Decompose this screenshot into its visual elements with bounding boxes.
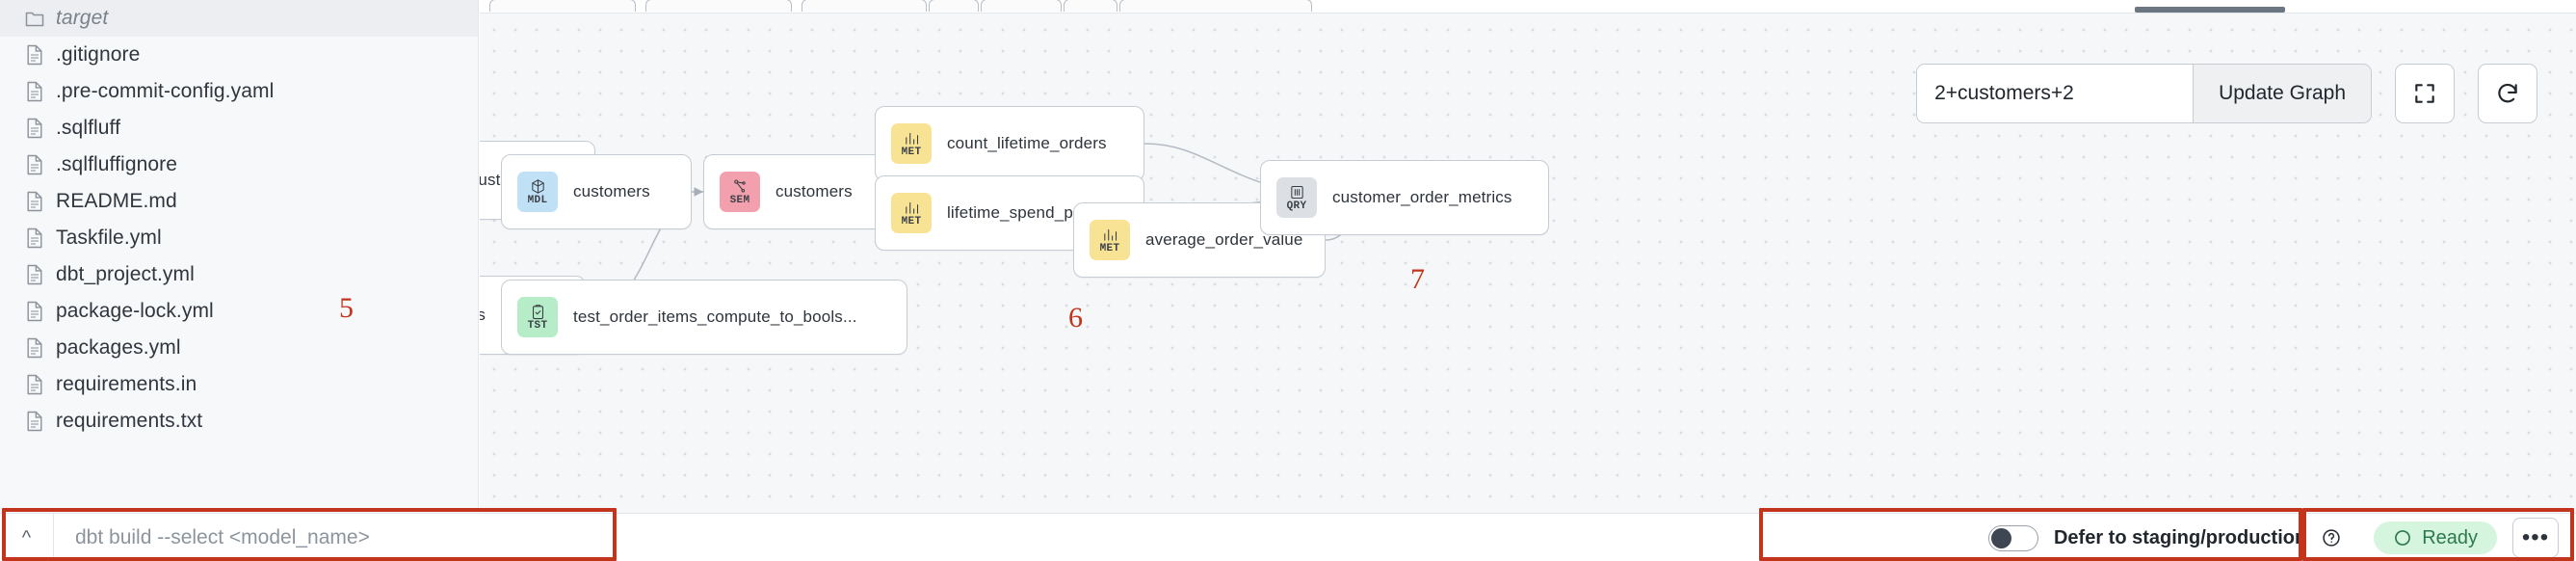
help-circle-icon[interactable] <box>2322 528 2341 548</box>
file-icon <box>25 117 44 140</box>
file-name: requirements.txt <box>56 410 203 432</box>
file-row[interactable]: packages.yml <box>0 330 478 366</box>
graph-node[interactable]: TST test_order_items_compute_to_bools... <box>501 280 907 355</box>
defer-toggle-knob <box>1990 527 2011 548</box>
bottom-bar-right: Defer to staging/production Ready ••• <box>1965 514 2576 561</box>
file-explorer-sidebar: target .gitignore .pre-commit-config.yaml.… <box>0 0 479 513</box>
refresh-icon[interactable] <box>2478 64 2537 123</box>
file-row[interactable]: requirements.in <box>0 366 478 403</box>
mdl-badge-icon: MDL <box>517 172 558 212</box>
file-row[interactable]: .sqlfluff <box>0 110 478 147</box>
badge-text: QRY <box>1286 200 1307 212</box>
file-name: package-lock.yml <box>56 300 214 322</box>
sem-badge-icon: SEM <box>720 172 760 212</box>
graph-node[interactable]: QRY customer_order_metrics <box>1260 160 1549 235</box>
graph-node-label: average_order_value <box>1145 230 1303 249</box>
graph-node[interactable]: MDL customers <box>501 154 692 229</box>
graph-node-label: lifetime_spend_pretax <box>947 203 1111 222</box>
met-badge-icon: MET <box>1090 220 1130 260</box>
file-row[interactable]: .sqlfluffignore <box>0 147 478 183</box>
expand-chevron-icon[interactable]: ^ <box>0 513 54 561</box>
file-icon <box>25 153 44 176</box>
badge-text: MET <box>1099 242 1120 254</box>
chevron-up-glyph: ^ <box>21 526 32 548</box>
tst-badge-icon: TST <box>517 297 558 337</box>
folder-icon <box>25 7 44 30</box>
lineage-graph-panel: stg_customersordersMDLcustomersTSTtest_o… <box>480 0 2576 513</box>
defer-group: Defer to staging/production <box>1965 524 2360 551</box>
more-dots-icon: ••• <box>2521 524 2550 550</box>
badge-text: SEM <box>729 194 750 206</box>
badge-text: MET <box>901 146 922 158</box>
file-row[interactable]: target <box>0 0 478 37</box>
file-name: packages.yml <box>56 336 181 359</box>
file-icon <box>25 227 44 250</box>
file-name: .sqlfluff <box>56 117 121 139</box>
file-icon <box>25 410 44 433</box>
file-list: target .gitignore .pre-commit-config.yaml.… <box>0 0 478 440</box>
graph-node-label: customers <box>775 182 853 200</box>
file-row[interactable]: package-lock.yml <box>0 293 478 330</box>
file-name: dbt_project.yml <box>56 263 195 285</box>
editor-tab[interactable] <box>929 0 979 12</box>
file-name: target <box>56 7 109 29</box>
command-bar: ^ <box>0 513 516 561</box>
file-name: Taskfile.yml <box>56 227 162 249</box>
bottom-status-bar: ^ Defer to staging/production <box>0 513 2576 561</box>
met-badge-icon: MET <box>891 193 932 233</box>
editor-tab[interactable] <box>489 0 636 12</box>
badge-text: MET <box>901 215 922 227</box>
file-row[interactable]: .gitignore <box>0 37 478 73</box>
file-name: .pre-commit-config.yaml <box>56 80 275 102</box>
file-icon <box>25 263 44 286</box>
update-graph-button[interactable]: Update Graph <box>2193 65 2371 122</box>
editor-tab[interactable] <box>1119 0 1312 12</box>
file-name: requirements.in <box>56 373 197 395</box>
editor-tab[interactable] <box>1064 0 1117 12</box>
file-icon <box>25 80 44 103</box>
status-badge[interactable]: Ready <box>2374 521 2497 554</box>
file-icon <box>25 190 44 213</box>
editor-tab[interactable] <box>981 0 1062 12</box>
more-options-button[interactable]: ••• <box>2512 518 2559 558</box>
defer-toggle[interactable] <box>1987 524 2038 551</box>
graph-node-label: orders <box>480 306 486 325</box>
badge-text: MDL <box>527 194 548 206</box>
qry-badge-icon: QRY <box>1276 177 1317 218</box>
command-input[interactable] <box>54 525 516 549</box>
circle-icon <box>2395 530 2411 546</box>
graph-selector-combo: Update Graph <box>1916 64 2372 123</box>
file-row[interactable]: README.md <box>0 183 478 220</box>
file-name: .gitignore <box>56 43 141 66</box>
defer-label: Defer to staging/production <box>2053 526 2307 548</box>
fullscreen-icon[interactable] <box>2395 64 2455 123</box>
file-icon <box>25 300 44 323</box>
file-icon <box>25 43 44 67</box>
file-icon <box>25 373 44 396</box>
file-row[interactable]: dbt_project.yml <box>0 256 478 293</box>
graph-node[interactable]: SEM customers <box>703 154 894 229</box>
graph-node[interactable]: MET count_lifetime_orders <box>875 106 1144 181</box>
met-badge-icon: MET <box>891 123 932 164</box>
file-name: .sqlfluffignore <box>56 153 178 175</box>
file-row[interactable]: .pre-commit-config.yaml <box>0 73 478 110</box>
graph-toolbar: Update Graph <box>1916 64 2537 123</box>
graph-node-label: customer_order_metrics <box>1332 188 1512 206</box>
graph-node-label: customers <box>573 182 650 200</box>
editor-tab[interactable] <box>802 0 927 12</box>
graph-node-label: count_lifetime_orders <box>947 134 1107 152</box>
badge-text: TST <box>527 319 548 332</box>
file-row[interactable]: requirements.txt <box>0 403 478 440</box>
graph-selector-input[interactable] <box>1917 65 2194 122</box>
file-icon <box>25 336 44 360</box>
editor-tabstrip <box>480 0 2576 13</box>
active-tab-indicator <box>2135 7 2285 13</box>
editor-tab[interactable] <box>645 0 792 12</box>
graph-canvas[interactable]: stg_customersordersMDLcustomersTSTtest_o… <box>480 13 2576 513</box>
file-name: README.md <box>56 190 177 212</box>
status-badge-label: Ready <box>2422 526 2478 548</box>
file-row[interactable]: Taskfile.yml <box>0 220 478 256</box>
graph-node-label: test_order_items_compute_to_bools... <box>573 307 857 326</box>
